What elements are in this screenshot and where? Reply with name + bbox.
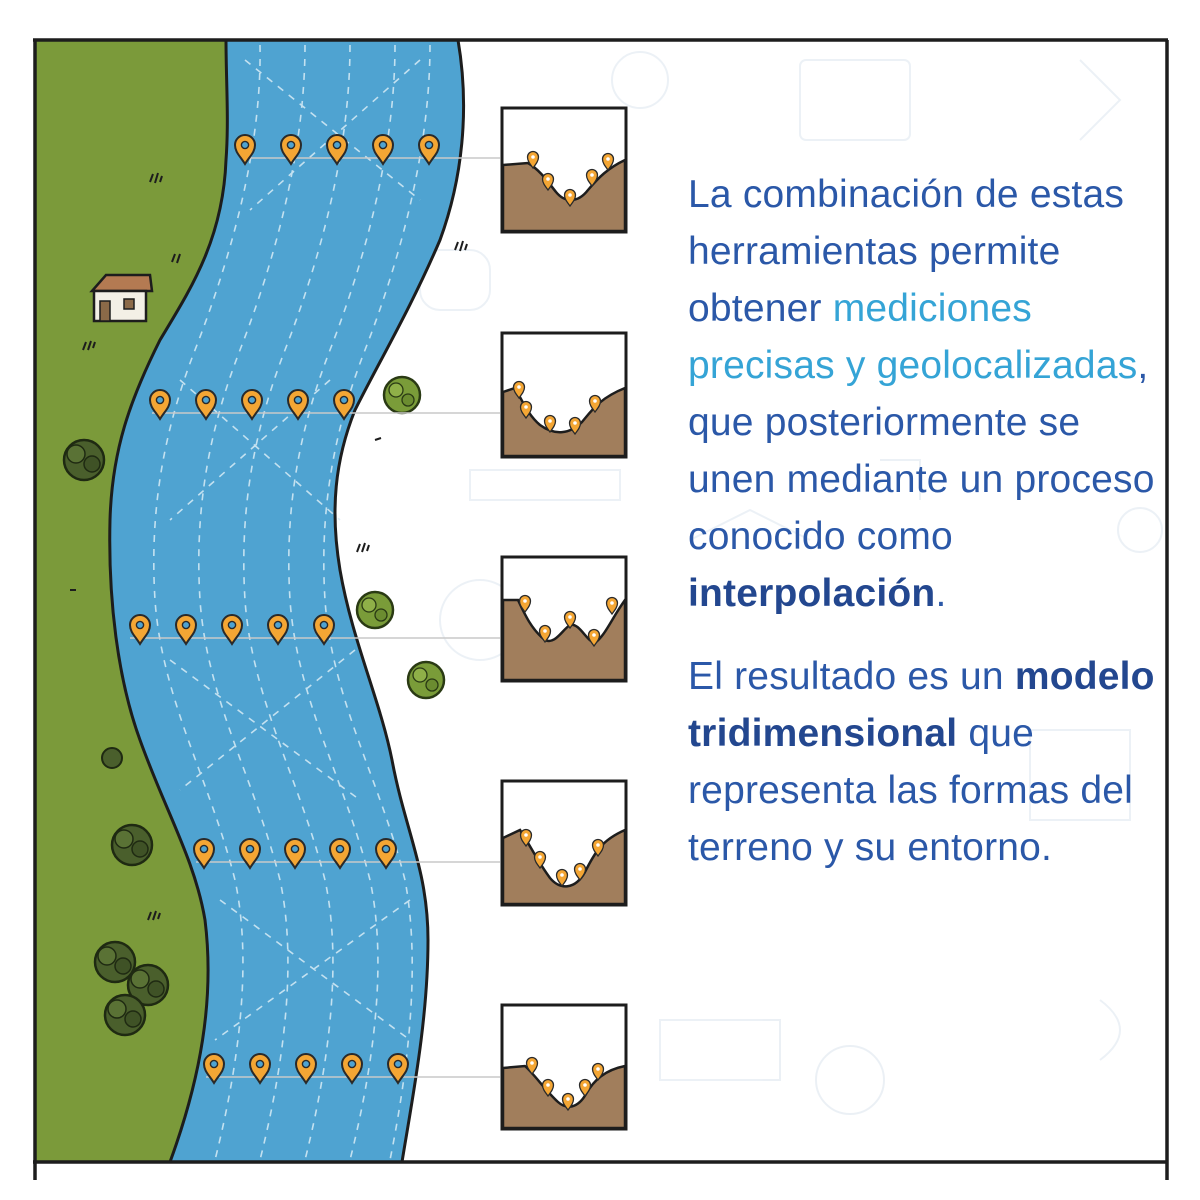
cross-section-5 <box>500 1003 628 1131</box>
cross-section-3 <box>500 555 628 683</box>
paragraph-1-period: . <box>935 572 947 615</box>
green-bank <box>35 40 228 1162</box>
tree-icon <box>355 590 395 630</box>
river <box>109 40 464 1162</box>
cross-section-4 <box>500 779 628 907</box>
cross-section-2 <box>500 331 628 459</box>
paragraph-1: La combinación de estas herramientas per… <box>688 166 1168 622</box>
tree-icon <box>110 823 154 867</box>
grass-tuft-icon <box>70 172 468 921</box>
tree-icon <box>103 993 147 1037</box>
paragraph-2-text-continued: que representa las formas del terreno y … <box>688 712 1134 869</box>
highlight-precise-measurements: mediciones precisas y geolocalizadas <box>688 287 1138 387</box>
cross-section-1 <box>500 106 628 234</box>
house-icon <box>89 273 154 323</box>
bold-interpolation: interpolación <box>688 572 936 615</box>
tree-icon <box>101 747 123 769</box>
paragraph-1-text-continued: , que posteriormente se unen mediante un… <box>688 344 1155 558</box>
tree-icon <box>62 438 106 482</box>
paragraph-1-text: La combinación de estas herramientas per… <box>688 173 1125 330</box>
tree-icon <box>406 660 446 700</box>
paragraph-2-text: El resultado es un <box>688 655 1015 698</box>
bold-3d-model: modelo tridimensional <box>688 655 1155 755</box>
description-text: La combinación de estas herramientas per… <box>688 166 1168 876</box>
frame <box>33 38 1169 1180</box>
tree-icon <box>382 375 422 415</box>
paragraph-2: El resultado es un modelo tridimensional… <box>688 648 1168 876</box>
